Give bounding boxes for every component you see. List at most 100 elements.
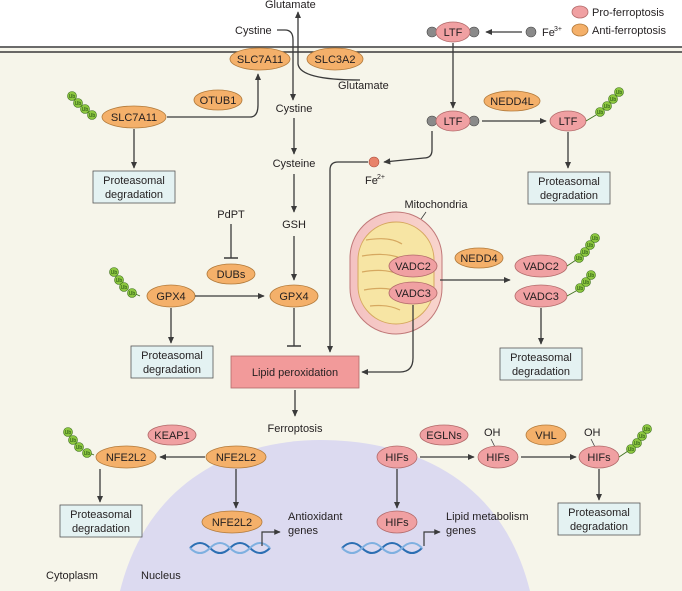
svg-text:Ub: Ub bbox=[628, 447, 635, 453]
svg-text:NEDD4L: NEDD4L bbox=[490, 96, 533, 108]
otub1-stabilization-arrow bbox=[167, 73, 262, 118]
dna-helix-antioxidant bbox=[189, 542, 271, 554]
svg-text:VHL: VHL bbox=[535, 430, 556, 442]
glutamate-top-label: Glutamate bbox=[265, 0, 316, 11]
svg-text:Ub: Ub bbox=[597, 110, 604, 116]
svg-text:OTUB1: OTUB1 bbox=[200, 95, 237, 107]
legend-pro-label: Pro-ferroptosis bbox=[592, 7, 665, 19]
glutamate-mid-label: Glutamate bbox=[338, 80, 389, 92]
lipid-metabolism-genes-line2: genes bbox=[446, 525, 476, 537]
svg-text:LTF: LTF bbox=[444, 116, 463, 128]
svg-text:Ub: Ub bbox=[111, 270, 118, 276]
degradation-box-gpx4: Proteasomal degradation bbox=[130, 345, 214, 379]
pdpt-label: PdPT bbox=[217, 209, 245, 221]
degradation-box-nfe2l2: Proteasomal degradation bbox=[59, 504, 143, 538]
lipid-peroxidation-box: Lipid peroxidation bbox=[230, 355, 360, 389]
oh-label-2: OH bbox=[584, 427, 601, 439]
glutamate-export-arrow bbox=[294, 11, 361, 81]
svg-text:degradation: degradation bbox=[143, 364, 201, 376]
svg-text:VADC2: VADC2 bbox=[523, 261, 559, 273]
hifs-ub-node: HIFs bbox=[578, 445, 620, 469]
oh-bond-1 bbox=[490, 438, 496, 448]
svg-text:degradation: degradation bbox=[72, 523, 130, 535]
ltf-mid-node: LTF bbox=[426, 110, 480, 132]
svg-text:HIFs: HIFs bbox=[486, 452, 510, 464]
svg-text:Ub: Ub bbox=[82, 107, 89, 113]
slc3a2-node: SLC3A2 bbox=[306, 47, 364, 71]
nfe2l2-nuclear-node: NFE2L2 bbox=[201, 510, 263, 534]
svg-text:Ub: Ub bbox=[582, 250, 589, 256]
svg-text:Proteasomal: Proteasomal bbox=[510, 352, 572, 364]
vadc3-right-node: VADC3 bbox=[514, 284, 568, 308]
svg-text:NFE2L2: NFE2L2 bbox=[216, 452, 256, 464]
gpx4-node: GPX4 bbox=[269, 284, 319, 308]
hifs-oh-node: HIFs bbox=[477, 445, 519, 469]
ub-chain-nfe2l2: Ub Ub Ub Ub bbox=[63, 427, 95, 458]
vadc3-mito-node: VADC3 bbox=[388, 281, 438, 305]
svg-text:Ub: Ub bbox=[587, 243, 594, 249]
svg-text:degradation: degradation bbox=[105, 189, 163, 201]
ferroptosis-label: Ferroptosis bbox=[267, 423, 323, 435]
oh-bond-2 bbox=[590, 438, 596, 448]
svg-text:Ub: Ub bbox=[610, 97, 617, 103]
svg-text:HIFs: HIFs bbox=[385, 517, 409, 529]
svg-text:Ub: Ub bbox=[644, 427, 651, 433]
ltf-top-node: LTF bbox=[426, 21, 480, 43]
hifs-nuclear-node: HIFs bbox=[376, 510, 418, 534]
fe3-label: Fe bbox=[542, 27, 555, 39]
otub1-node: OTUB1 bbox=[193, 89, 243, 111]
degradation-box-hifs: Proteasomal degradation bbox=[557, 502, 641, 536]
svg-text:Ub: Ub bbox=[89, 113, 96, 119]
ub-chain-ltf: Ub Ub Ub Ub bbox=[585, 87, 624, 122]
antioxidant-genes-line2: genes bbox=[288, 525, 318, 537]
svg-text:NFE2L2: NFE2L2 bbox=[106, 452, 146, 464]
svg-text:Ub: Ub bbox=[634, 441, 641, 447]
svg-text:Ub: Ub bbox=[576, 256, 583, 262]
svg-text:Ub: Ub bbox=[116, 278, 123, 284]
svg-text:Ub: Ub bbox=[639, 434, 646, 440]
svg-text:HIFs: HIFs bbox=[385, 452, 409, 464]
vhl-node: VHL bbox=[525, 424, 567, 446]
svg-text:NFE2L2: NFE2L2 bbox=[212, 517, 252, 529]
svg-text:Ub: Ub bbox=[76, 445, 83, 451]
fe2-ion bbox=[368, 156, 380, 168]
svg-text:Lipid peroxidation: Lipid peroxidation bbox=[252, 367, 338, 379]
gsh-label: GSH bbox=[282, 219, 306, 231]
dubs-node: DUBs bbox=[206, 263, 256, 285]
slc7a11-membrane-node: SLC7A11 bbox=[229, 47, 291, 71]
svg-text:VADC3: VADC3 bbox=[523, 291, 559, 303]
svg-text:Proteasomal: Proteasomal bbox=[141, 350, 203, 362]
svg-text:Proteasomal: Proteasomal bbox=[568, 507, 630, 519]
fe3-superscript: 3+ bbox=[554, 26, 562, 33]
svg-text:VADC2: VADC2 bbox=[395, 261, 431, 273]
legend-pro-swatch bbox=[571, 5, 589, 19]
lipid-metabolism-genes-line1: Lipid metabolism bbox=[446, 511, 529, 523]
svg-text:degradation: degradation bbox=[540, 190, 598, 202]
cystine-import-arrow bbox=[277, 29, 297, 101]
fe2-to-lipid-arrow bbox=[326, 161, 368, 353]
nfe2l2-ub-node: NFE2L2 bbox=[95, 445, 157, 469]
oh-label-1: OH bbox=[484, 427, 501, 439]
nedd4l-node: NEDD4L bbox=[483, 90, 541, 112]
svg-text:SLC3A2: SLC3A2 bbox=[315, 54, 356, 66]
degradation-box-slc7a11: Proteasomal degradation bbox=[92, 170, 176, 204]
mitochondria-label: Mitochondria bbox=[405, 199, 469, 211]
degradation-box-vadc: Proteasomal degradation bbox=[499, 347, 583, 381]
fe3-ion bbox=[525, 26, 537, 38]
svg-text:degradation: degradation bbox=[512, 366, 570, 378]
svg-text:EGLNs: EGLNs bbox=[426, 430, 462, 442]
svg-text:DUBs: DUBs bbox=[217, 269, 246, 281]
svg-text:Ub: Ub bbox=[577, 286, 584, 292]
cytoplasm-label: Cytoplasm bbox=[46, 570, 98, 582]
svg-text:GPX4: GPX4 bbox=[156, 291, 185, 303]
svg-text:Ub: Ub bbox=[616, 90, 623, 96]
ub-chain-vadc3: Ub Ub Ub bbox=[566, 270, 596, 297]
svg-text:NEDD4: NEDD4 bbox=[460, 253, 497, 265]
cystine-mid-label: Cystine bbox=[276, 103, 313, 115]
ltf-right-node: LTF bbox=[549, 110, 587, 132]
svg-text:Ub: Ub bbox=[84, 451, 91, 457]
ub-chain-hifs: Ub Ub Ub Ub bbox=[618, 424, 652, 458]
cystine-top-label: Cystine bbox=[235, 25, 272, 37]
svg-text:Ub: Ub bbox=[65, 430, 72, 436]
